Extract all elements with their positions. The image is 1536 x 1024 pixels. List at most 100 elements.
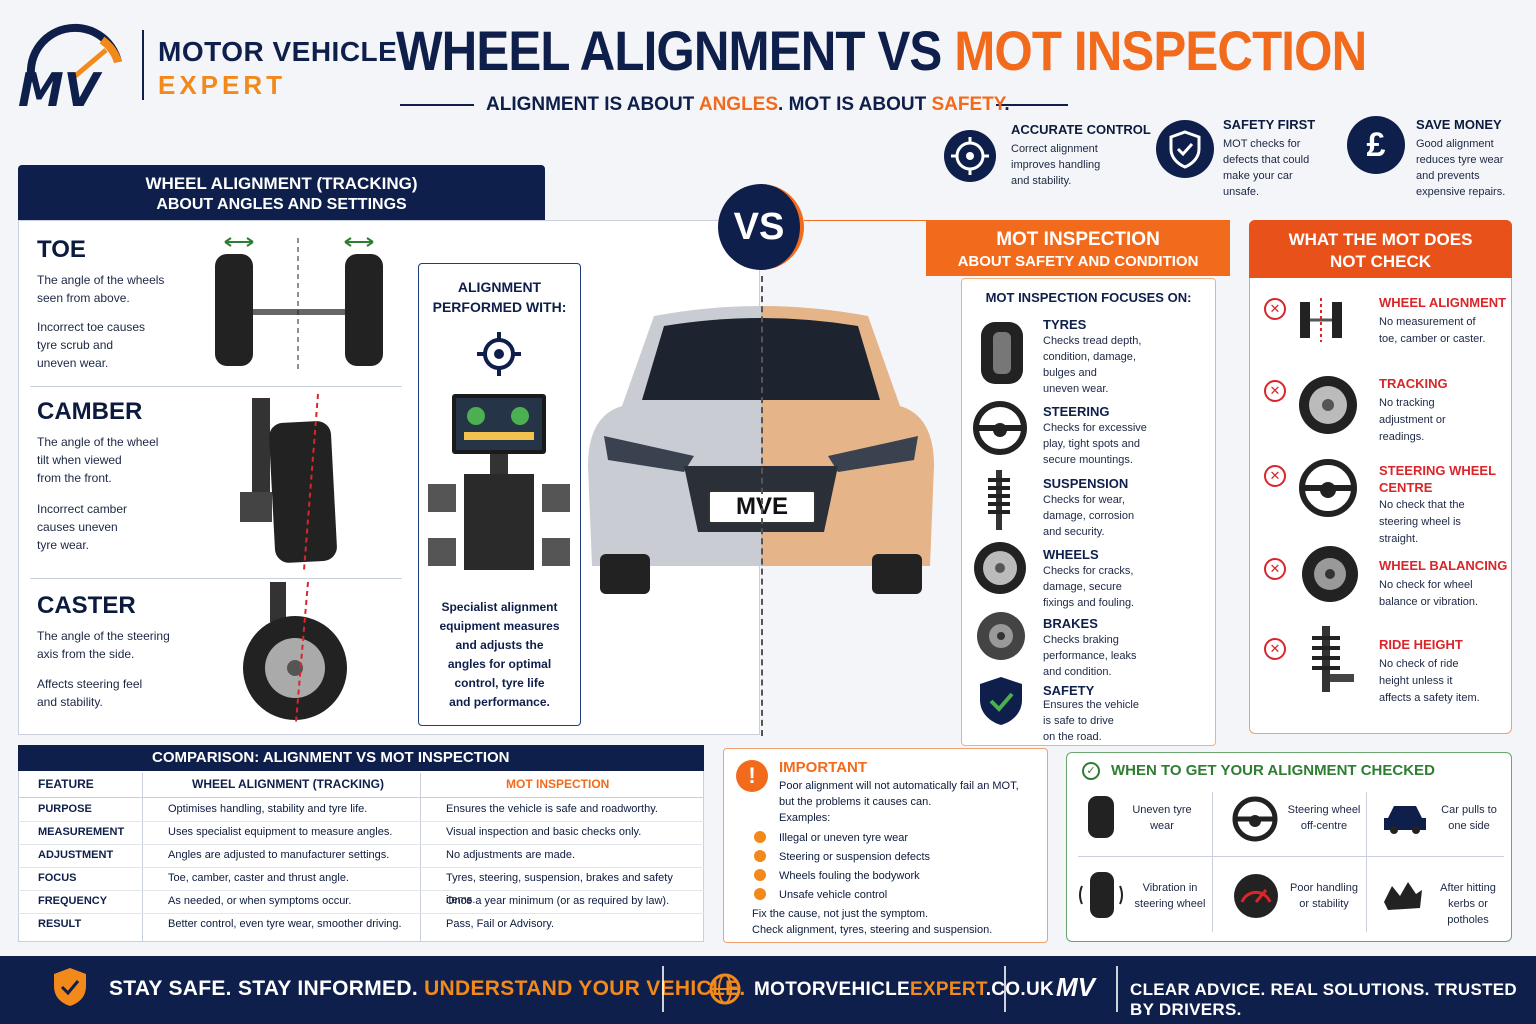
footer-url[interactable]: MOTORVEHICLEEXPERT.CO.UK <box>754 979 1055 1000</box>
divider <box>1078 856 1504 857</box>
logo-mark: MV <box>18 23 122 112</box>
subtitle: ALIGNMENT IS ABOUT ANGLES. MOT IS ABOUT … <box>486 94 1010 115</box>
brand-name: MOTOR VEHICLE <box>158 36 398 67</box>
brand-subname: EXPERT <box>158 70 287 100</box>
brake-disc-icon <box>977 612 1025 660</box>
center-divider <box>761 276 763 736</box>
suspension-icon <box>988 470 1010 530</box>
when-title: WHEN TO GET YOUR ALIGNMENT CHECKED <box>1111 762 1435 779</box>
table-cell: Pass, Fail or Advisory. <box>446 918 554 930</box>
table-cell: Ensures the vehicle is safe and roadwort… <box>446 803 658 815</box>
divider <box>18 890 704 891</box>
cross-icon: ✕ <box>1264 380 1286 402</box>
table-cell-feature: FOCUS <box>38 872 77 884</box>
subtitle-rule <box>996 104 1068 106</box>
important-intro: Poor alignment will not automatically fa… <box>779 780 1019 824</box>
footer-divider <box>1116 966 1118 1012</box>
shield-check-icon <box>1156 120 1214 178</box>
target-icon <box>477 332 521 376</box>
cross-icon: ✕ <box>1264 298 1286 320</box>
table-cell: Optimises handling, stability and tyre l… <box>168 803 368 815</box>
divider <box>1366 792 1367 932</box>
divider <box>30 386 402 387</box>
wheel-icon <box>974 542 1026 594</box>
important-outro: Fix the cause, not just the symptom.Chec… <box>752 908 993 936</box>
camber-diagram <box>240 393 337 571</box>
divider <box>18 867 704 868</box>
gauge-icon <box>1234 874 1278 918</box>
footer-logo: MV <box>1056 972 1095 1002</box>
footer-tagline: CLEAR ADVICE. REAL SOLUTIONS. TRUSTED BY… <box>1130 980 1518 1019</box>
ride-height-icon <box>1312 626 1354 692</box>
table-cell: As needed, or when symptoms occur. <box>168 895 352 907</box>
shield-check-icon <box>980 677 1022 725</box>
table-cell-feature: ADJUSTMENT <box>38 849 114 861</box>
table-cell: Uses specialist equipment to measure ang… <box>168 826 393 838</box>
caster-diagram <box>243 581 347 723</box>
footer-divider <box>1004 966 1006 1012</box>
vs-rule <box>804 220 926 221</box>
divider <box>18 844 704 845</box>
alignment-header: WHEEL ALIGNMENT (TRACKING)ABOUT ANGLES A… <box>18 165 545 220</box>
divider <box>18 797 704 798</box>
benefit-title: SAVE MONEY <box>1416 117 1502 132</box>
pothole-icon <box>1384 882 1422 910</box>
tyre-icon <box>1088 796 1114 838</box>
footer-slogan: STAY SAFE. STAY INFORMED. UNDERSTAND YOU… <box>109 977 746 1000</box>
caster-title: CASTER <box>37 592 136 619</box>
wheel-balancing-icon <box>1302 546 1358 602</box>
divider <box>18 821 704 822</box>
camber-title: CAMBER <box>37 398 143 425</box>
shield-check-icon <box>54 968 86 1006</box>
toe-title: TOE <box>37 236 86 263</box>
divider <box>30 578 402 579</box>
table-cell-feature: FREQUENCY <box>38 895 108 907</box>
mot-focus-heading: MOT INSPECTION FOCUSES ON: <box>985 290 1192 305</box>
subtitle-rule <box>400 104 474 106</box>
cross-icon: ✕ <box>1264 638 1286 660</box>
logo-text: MV <box>18 63 103 112</box>
table-row: FREQUENCY As needed, or when symptoms occ… <box>18 890 704 912</box>
cross-icon: ✕ <box>1264 558 1286 580</box>
table-cell: Better control, even tyre wear, smoother… <box>168 918 402 930</box>
vs-badge: VS <box>718 184 804 270</box>
toe-diagram <box>215 237 383 372</box>
table-cell: Toe, camber, caster and thrust angle. <box>168 872 349 884</box>
divider <box>1212 792 1213 932</box>
wheel-icon <box>1299 376 1357 434</box>
globe-icon <box>709 973 741 1005</box>
footer-divider <box>662 966 664 1012</box>
table-cell: No adjustments are made. <box>446 849 576 861</box>
steering-wheel-icon <box>973 401 1027 455</box>
page-title: WHEEL ALIGNMENT VS MOT INSPECTION <box>396 19 1367 82</box>
target-icon <box>944 130 996 182</box>
divider <box>420 773 421 941</box>
steering-wheel-icon <box>1299 459 1357 517</box>
comparison-title: COMPARISON: ALIGNMENT VS MOT INSPECTION <box>18 745 704 771</box>
footer <box>0 956 1536 1024</box>
table-cell-feature: PURPOSE <box>38 803 92 815</box>
important-list: Illegal or uneven tyre wear Steering or … <box>754 829 930 905</box>
table-row: PURPOSE Optimises handling, stability and… <box>18 798 704 820</box>
pound-icon: £ <box>1347 116 1405 174</box>
vibration-tyre-icon <box>1079 872 1123 918</box>
important-card <box>723 748 1048 943</box>
table-cell: Tyres, steering, suspension, brakes and … <box>446 872 673 906</box>
brand-divider <box>142 30 144 100</box>
exclamation-icon: ! <box>736 760 768 792</box>
divider <box>18 913 704 914</box>
steering-wheel-icon <box>1232 796 1278 842</box>
car-icon <box>1384 806 1426 834</box>
